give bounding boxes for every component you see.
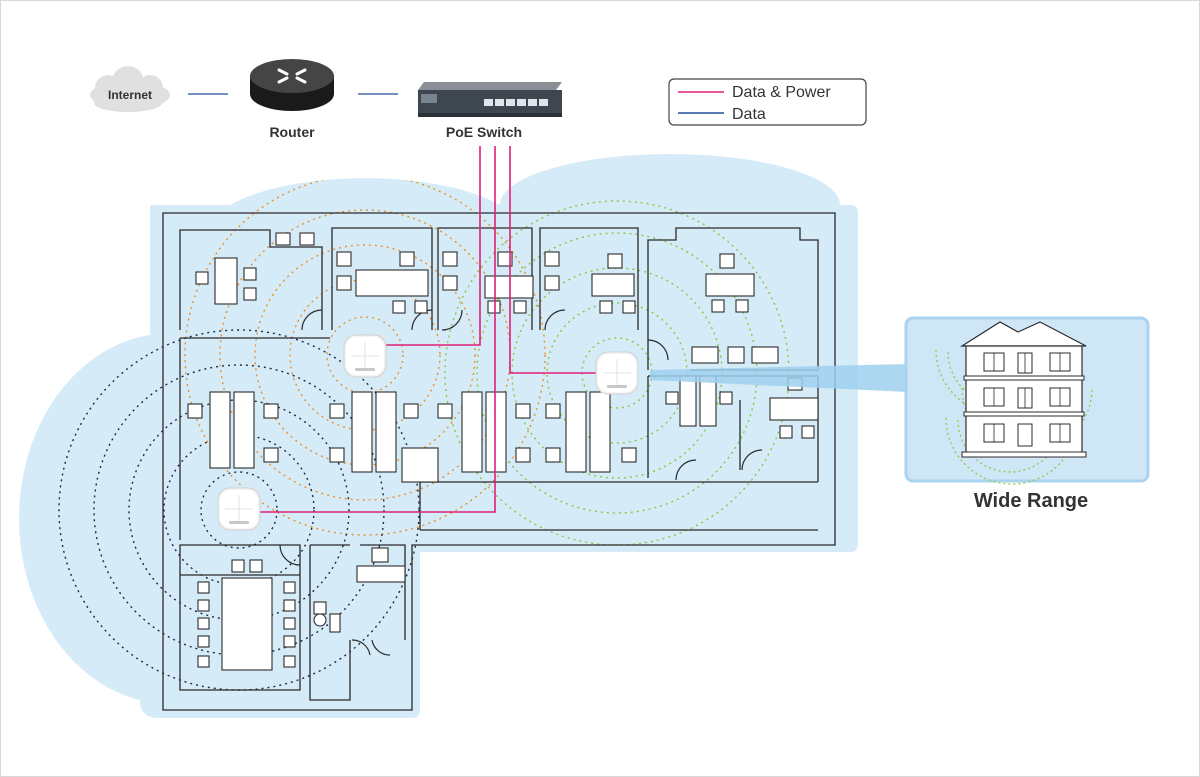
walls xyxy=(162,212,836,711)
access-point-3 xyxy=(217,487,261,531)
wide-range-callout xyxy=(904,316,1150,485)
access-point-2 xyxy=(595,351,639,395)
poe-switch-label: PoE Switch xyxy=(446,124,522,140)
access-point-icon xyxy=(595,351,639,395)
cable-data-power-ap1 xyxy=(383,146,481,346)
access-point-1 xyxy=(343,334,387,378)
internet-node: Internet xyxy=(90,66,170,112)
access-point-icon xyxy=(217,487,261,531)
cloud-icon xyxy=(90,66,170,112)
floor-plan xyxy=(19,146,859,718)
router-node: Router xyxy=(250,59,334,140)
cable-data-power-ap3 xyxy=(256,146,496,513)
cable-data-power-ap2 xyxy=(509,146,598,374)
router-label: Router xyxy=(269,124,315,140)
building-icon xyxy=(959,321,1087,458)
poe-switch-icon xyxy=(418,82,562,117)
doors xyxy=(279,309,763,656)
legend: Data & Power Data xyxy=(668,78,867,126)
furniture xyxy=(187,232,819,671)
legend-label-data-power: Data & Power xyxy=(732,84,831,101)
poe-switch-node: PoE Switch xyxy=(418,82,562,140)
access-point-icon xyxy=(343,334,387,378)
legend-label-data: Data xyxy=(732,106,766,123)
internet-label: Internet xyxy=(108,88,152,102)
wide-range-label: Wide Range xyxy=(974,490,1088,512)
callout-beam xyxy=(650,364,908,392)
cabling xyxy=(256,146,598,513)
router-icon xyxy=(250,59,334,111)
